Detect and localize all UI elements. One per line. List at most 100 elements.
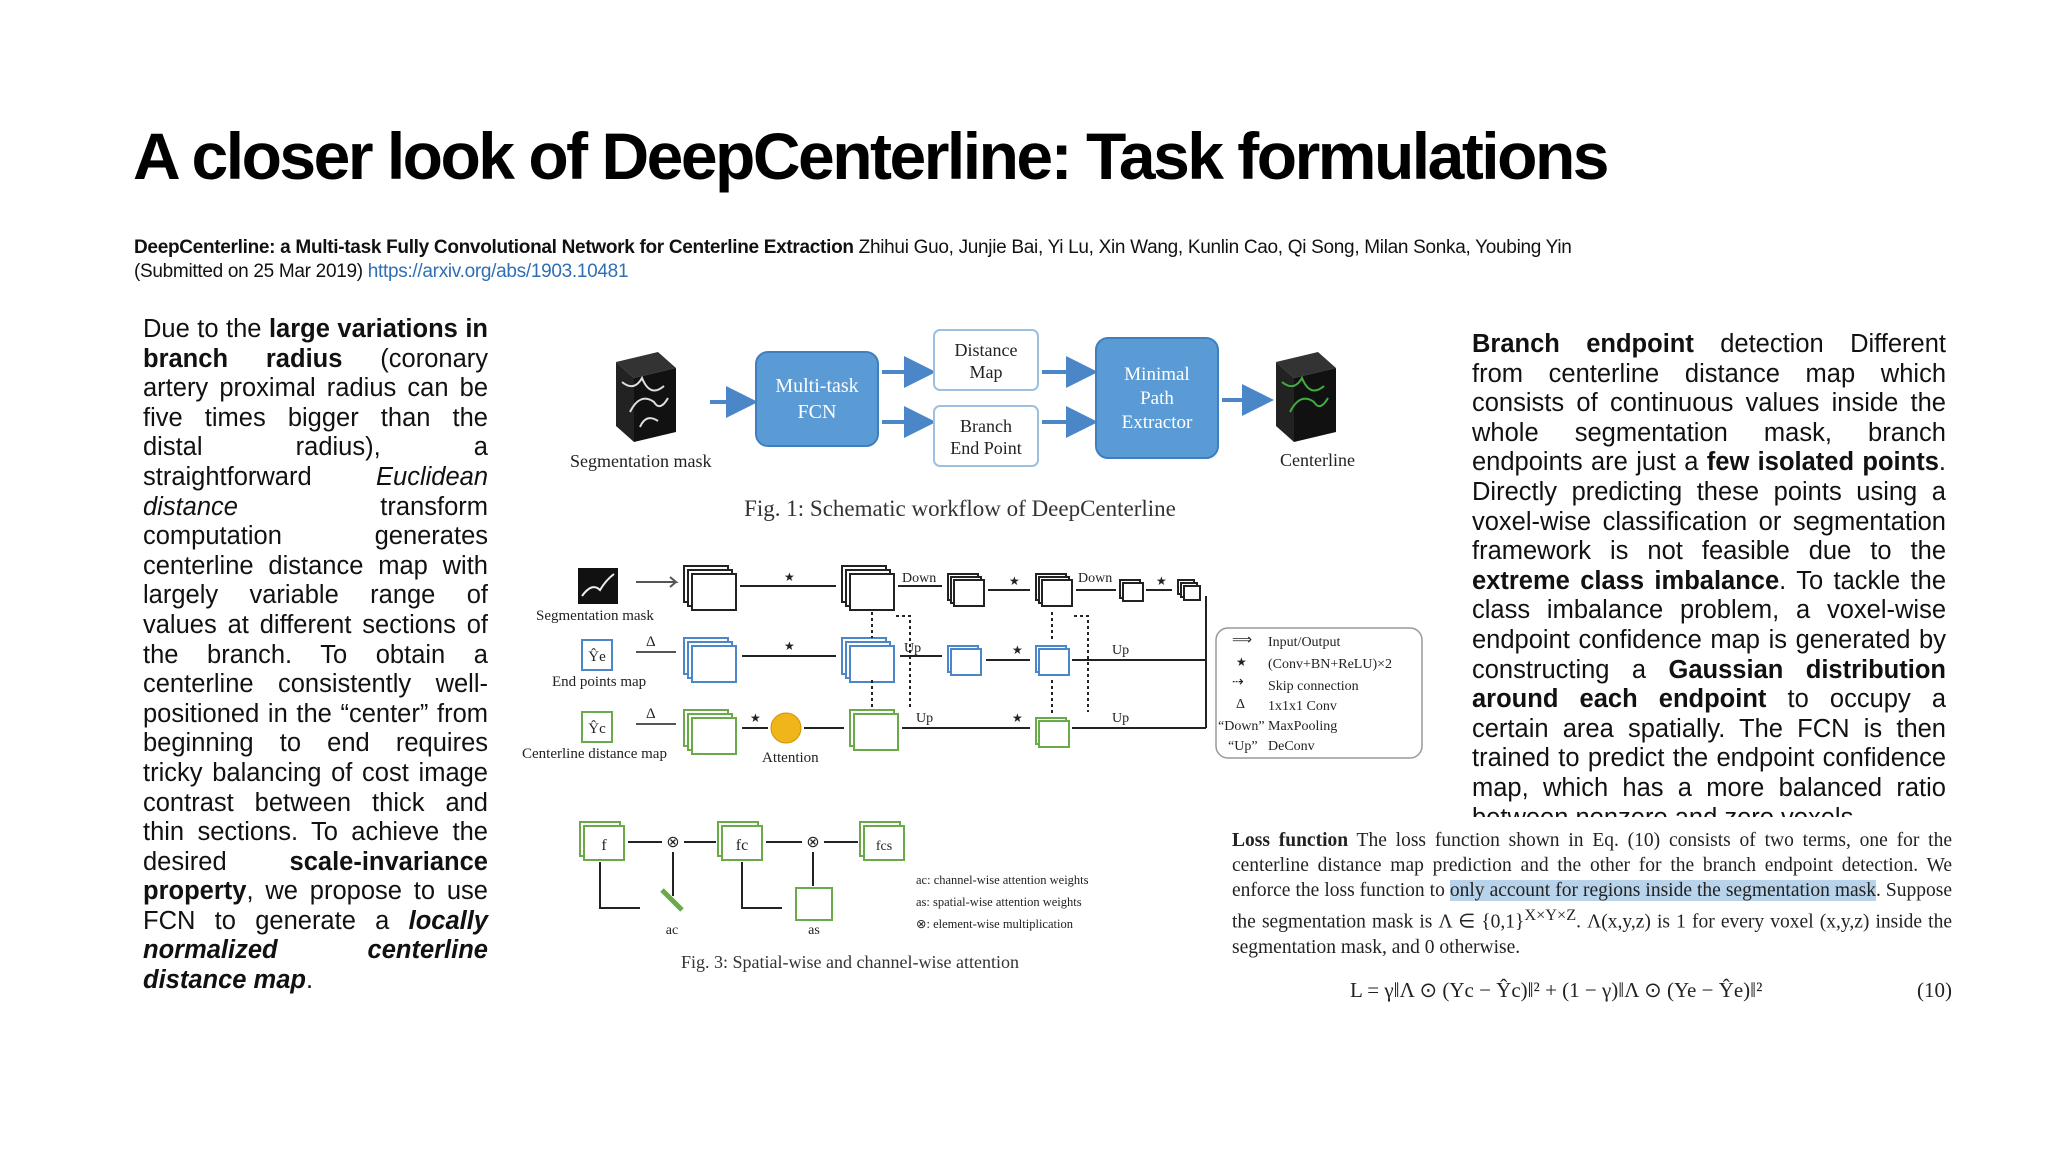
down-label: Down: [902, 571, 936, 586]
emphasis-euclidean: Euclidean distance: [143, 462, 488, 521]
centerline-map-icon: [581, 711, 613, 743]
distance-map-label: Distance: [955, 340, 1018, 360]
distance-map-box: [933, 329, 1039, 391]
emphasis-scale-invariance: scale-invariance property: [143, 847, 488, 906]
star-symbol: ★: [750, 711, 761, 725]
mpe-label: Extractor: [1122, 412, 1193, 433]
legend-as: as: spatial-wise attention weights: [916, 895, 1082, 909]
superscript: X×Y×Z: [1524, 906, 1577, 924]
branch-label: Branch: [960, 416, 1012, 436]
legend-conv: (Conv+BN+ReLU)×2: [1268, 657, 1392, 672]
text-run: transform computation generates centerli…: [143, 492, 488, 876]
legend-star: ★: [1236, 655, 1247, 669]
text-run: Due to the: [143, 315, 269, 343]
multitask-fcn-box: [755, 351, 879, 447]
fig2-seg-label: Segmentation mask: [536, 608, 654, 624]
fig2-endpoints-label: End points map: [552, 674, 646, 690]
submitted-date: (Submitted on 25 Mar 2019): [134, 261, 363, 282]
branch-label: End Point: [950, 438, 1022, 458]
star-symbol: ★: [1012, 643, 1023, 657]
as-label: as: [808, 923, 820, 938]
feature-blocks: [579, 821, 905, 861]
seg-mask-icon: [578, 568, 618, 604]
delta-symbol: Δ: [646, 634, 656, 650]
fig1-seg-label: Segmentation mask: [570, 451, 711, 471]
fcs-label: fcs: [876, 839, 892, 854]
spatial-weights-icon: [795, 887, 833, 921]
equation-text: L = γ‖Λ ⊙ (Yc − Ŷc)‖² + (1 − γ)‖Λ ⊙ (Ye …: [1350, 978, 1763, 1002]
emphasis-class-imbalance: extreme class imbalance: [1472, 566, 1780, 595]
branch-endpoint-box: [933, 405, 1039, 467]
centerline-cube-icon: [1276, 352, 1336, 442]
emphasis-gaussian: Gaussian distribution around each endpoi…: [1472, 655, 1946, 714]
highlighted-text: only account for regions inside the segm…: [1449, 880, 1876, 901]
text-run: . Directly predicting these points using…: [1472, 448, 1946, 566]
centerline-decoder-blocks: [683, 709, 1070, 755]
legend-down-val: MaxPooling: [1268, 719, 1337, 734]
figure-2-network: Segmentation mask Ŷe End points map Ŷc C…: [522, 565, 1423, 766]
paper-authors: Zhihui Guo, Junjie Bai, Yi Lu, Xin Wang,…: [858, 237, 1572, 258]
down-label: Down: [1078, 571, 1112, 586]
loss-heading: Loss function: [1232, 830, 1349, 851]
legend-ac: ac: channel-wise attention weights: [916, 873, 1089, 887]
end-points-icon: [581, 639, 613, 671]
text-run: . Suppose the segmentation mask is Λ ∈ {…: [1232, 880, 1952, 933]
equation-number: (10): [1917, 978, 1952, 1002]
f-label: f: [601, 837, 607, 854]
svg-text:⇢: ⇢: [1232, 675, 1244, 690]
text-run: , we propose to use FCN to generate a: [143, 877, 488, 935]
figure-1-workflow: Segmentation mask Multi-task FCN Distanc…: [570, 329, 1355, 521]
fig3-caption: Fig. 3: Spatial-wise and channel-wise at…: [681, 952, 1019, 972]
star-symbol: ★: [1012, 711, 1023, 725]
distance-map-label: Map: [970, 362, 1003, 382]
text-run: to occupy a certain area spatially. The …: [1472, 685, 1946, 817]
mpe-label: Path: [1140, 388, 1174, 409]
fc-label: fc: [736, 837, 748, 854]
endpoint-decoder-blocks: [683, 637, 1070, 683]
fig2-legend: [1215, 627, 1423, 759]
emphasis-normalized-map: locally normalized centerline distance m…: [143, 906, 488, 995]
star-symbol: ★: [784, 570, 795, 584]
legend-down-key: “Down”: [1218, 719, 1265, 734]
legend-skip: Skip connection: [1268, 679, 1359, 694]
citation: DeepCenterline: a Multi-task Fully Convo…: [134, 236, 1572, 284]
paper-title: DeepCenterline: a Multi-task Fully Convo…: [134, 237, 854, 258]
legend-delta: Δ: [1236, 697, 1245, 712]
minimal-path-extractor-box: [1095, 337, 1219, 459]
emphasis-large-variations: large variations in branch radius: [143, 315, 488, 373]
text-run: (coronary artery proximal radius can be …: [143, 344, 488, 491]
text-run: The loss function shown in Eq. (10) cons…: [1232, 830, 1952, 901]
star-symbol: ★: [1009, 574, 1020, 588]
segmentation-cube-icon: [616, 352, 676, 442]
legend-io: Input/Output: [1268, 635, 1340, 650]
attention-icon: [770, 712, 802, 744]
delta-symbol: Δ: [646, 706, 656, 722]
up-label: Up: [1112, 643, 1129, 658]
encoder-blocks: [683, 565, 1201, 611]
left-text-column: Due to the large variations in branch ra…: [143, 315, 488, 996]
otimes-icon: ⊗: [806, 834, 819, 851]
loss-function-paragraph: Loss function The loss function shown in…: [1232, 828, 1952, 960]
legend-up-val: DeConv: [1268, 739, 1315, 754]
mpe-label: Minimal: [1124, 364, 1189, 385]
fig1-centerline-label: Centerline: [1280, 450, 1355, 470]
emphasis-branch-endpoint: Branch endpoint: [1472, 330, 1694, 358]
text-run: . Λ(x,y,z) is 1 for every voxel (x,y,z) …: [1232, 911, 1952, 958]
text-run: . To tackle the class imbalance problem,…: [1472, 566, 1946, 684]
text-run: .: [305, 966, 314, 995]
right-text-column: Branch endpoint detection Different from…: [1472, 330, 1946, 817]
legend-1x1: 1x1x1 Conv: [1268, 699, 1337, 714]
emphasis-few-points: few isolated points: [1706, 448, 1939, 477]
up-label: Up: [904, 641, 921, 656]
arxiv-link[interactable]: https://arxiv.org/abs/1903.10481: [367, 261, 629, 282]
star-symbol: ★: [1156, 574, 1167, 588]
loss-equation: L = γ‖Λ ⊙ (Yc − Ŷc)‖² + (1 − γ)‖Λ ⊙ (Ye …: [1350, 978, 1952, 1003]
svg-text:⟹: ⟹: [1232, 633, 1252, 648]
up-label: Up: [916, 711, 933, 726]
text-run: detection Different from centerline dist…: [1472, 330, 1946, 477]
otimes-icon: ⊗: [666, 834, 679, 851]
ye-symbol: Ŷe: [588, 648, 606, 665]
star-symbol: ★: [784, 639, 795, 653]
ac-label: ac: [666, 923, 678, 938]
fig1-caption: Fig. 1: Schematic workflow of DeepCenter…: [744, 496, 1176, 521]
